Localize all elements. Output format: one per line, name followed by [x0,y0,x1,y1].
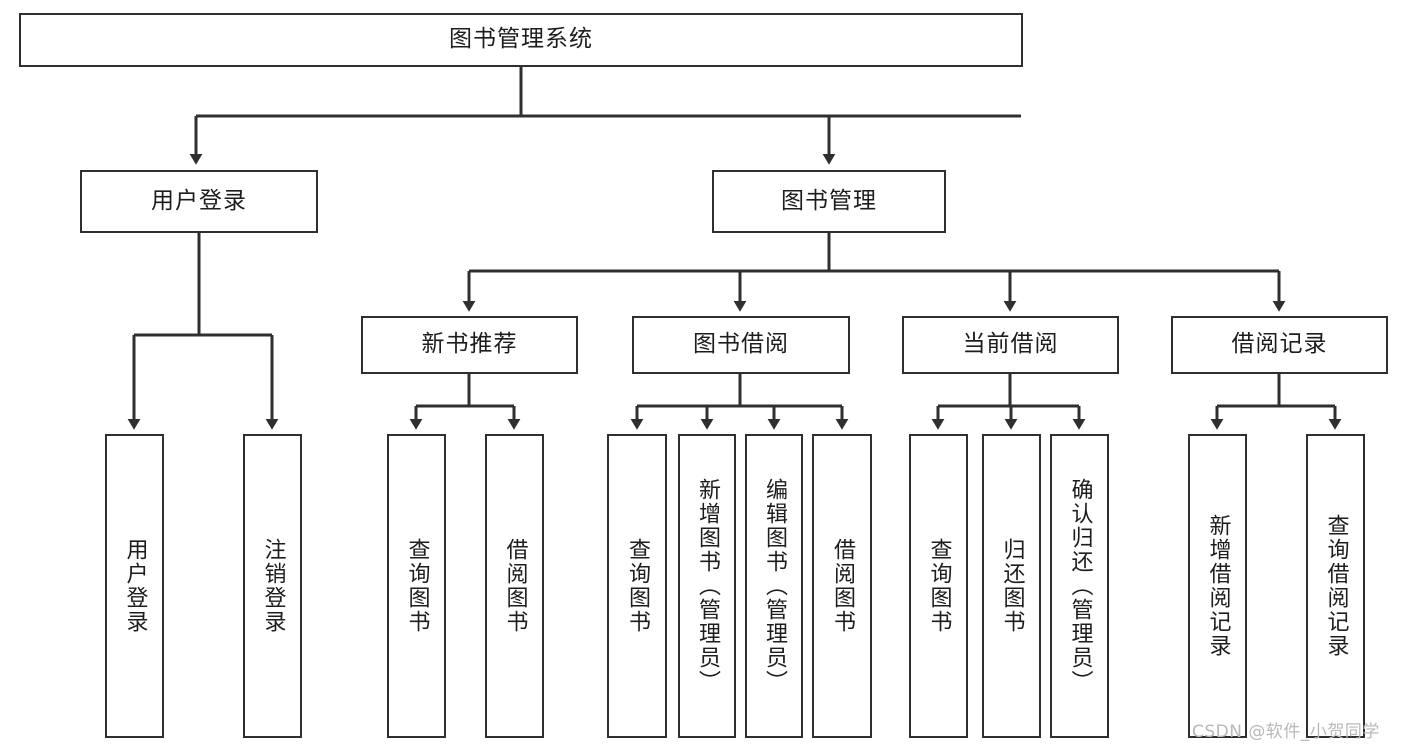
node-new-book-recommend[interactable]: 新书推荐 [361,316,578,374]
node-book-borrow-label: 图书借阅 [693,331,789,358]
node-leaf-borrow-borrow-book-label: 借阅图书 [829,538,855,634]
csdn-watermark: CSDN @软件_小贺同学 [1192,722,1380,742]
node-leaf-borrow-borrow-book[interactable]: 借阅图书 [812,434,872,738]
node-leaf-rec-add-record-label: 新增借阅记录 [1205,514,1231,658]
node-borrow-record-label: 借阅记录 [1231,331,1328,358]
node-leaf-rec-borrow-book-label: 借阅图书 [502,538,528,634]
node-leaf-user-login[interactable]: 用户登录 [105,434,164,738]
node-leaf-borrow-edit-book-label: 编辑图书（管理员） [761,478,787,694]
node-leaf-cur-query-book-label: 查询图书 [926,538,952,634]
node-leaf-cur-confirm-return[interactable]: 确认归还（管理员） [1050,434,1109,738]
node-leaf-cur-confirm-return-label: 确认归还（管理员） [1067,478,1093,694]
node-new-book-recommend-label: 新书推荐 [421,331,518,358]
node-book-manage[interactable]: 图书管理 [712,170,946,233]
node-leaf-borrow-add-book-label: 新增图书（管理员） [694,478,720,694]
node-leaf-user-logout[interactable]: 注销登录 [243,434,302,738]
node-leaf-borrow-query-book[interactable]: 查询图书 [607,434,667,738]
node-leaf-rec-query-record-label: 查询借阅记录 [1323,514,1349,658]
node-borrow-record[interactable]: 借阅记录 [1171,316,1388,374]
node-leaf-cur-return-book-label: 归还图书 [999,538,1025,634]
node-leaf-borrow-add-book[interactable]: 新增图书（管理员） [678,434,736,738]
node-leaf-rec-add-record[interactable]: 新增借阅记录 [1188,434,1247,738]
node-leaf-cur-query-book[interactable]: 查询图书 [909,434,968,738]
node-leaf-user-logout-label: 注销登录 [260,538,286,634]
node-leaf-rec-borrow-book[interactable]: 借阅图书 [485,434,544,738]
node-user-login-label: 用户登录 [151,187,247,214]
node-user-login[interactable]: 用户登录 [80,170,318,233]
node-current-borrow-label: 当前借阅 [962,331,1059,358]
node-leaf-user-login-label: 用户登录 [122,538,148,634]
node-book-manage-label: 图书管理 [781,187,877,214]
node-leaf-rec-query-record[interactable]: 查询借阅记录 [1306,434,1365,738]
node-current-borrow[interactable]: 当前借阅 [902,316,1119,374]
node-leaf-borrow-edit-book[interactable]: 编辑图书（管理员） [745,434,803,738]
node-leaf-cur-return-book[interactable]: 归还图书 [982,434,1041,738]
node-leaf-borrow-query-book-label: 查询图书 [624,538,650,634]
node-root-label: 图书管理系统 [449,26,593,53]
node-leaf-rec-query-book[interactable]: 查询图书 [387,434,446,738]
node-book-borrow[interactable]: 图书借阅 [632,316,850,374]
node-root[interactable]: 图书管理系统 [19,13,1023,67]
node-leaf-rec-query-book-label: 查询图书 [404,538,430,634]
